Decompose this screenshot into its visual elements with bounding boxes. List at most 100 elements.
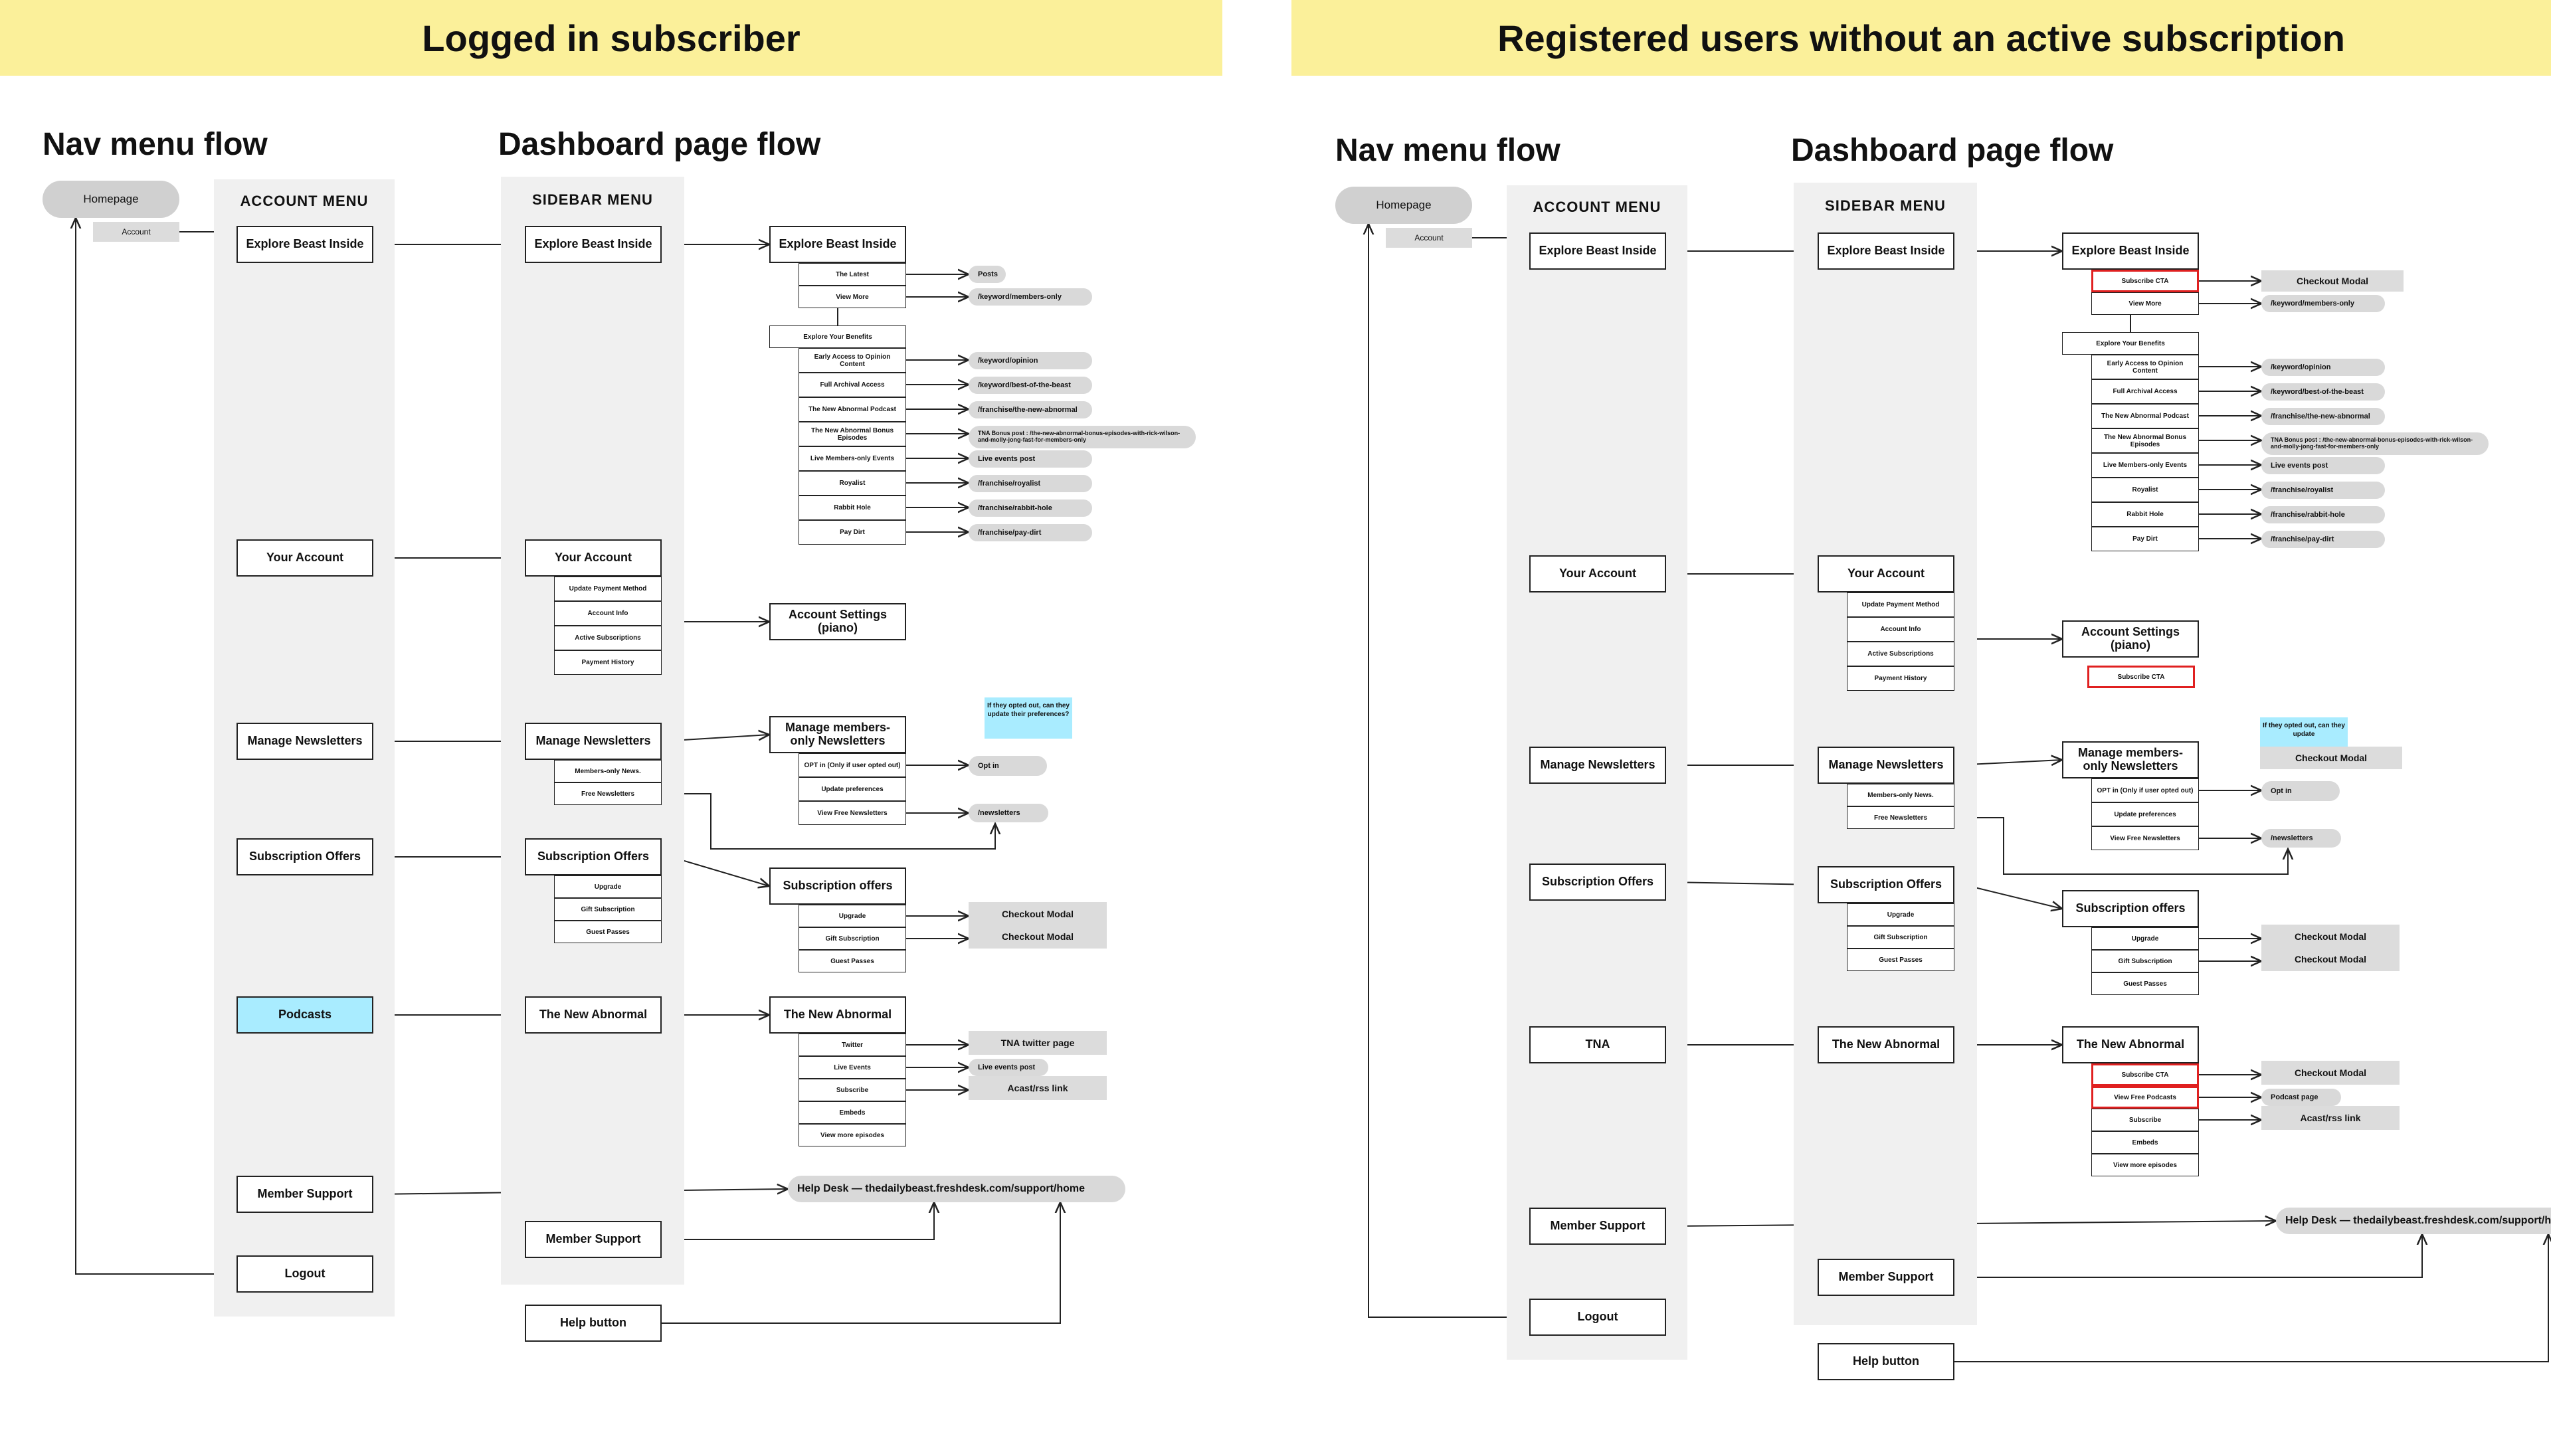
tna-panel-row-subscribe-cta[interactable]: Subscribe CTA bbox=[2091, 1063, 2199, 1086]
benefit-early-access-to-opinion-content[interactable]: Early Access to Opinion Content bbox=[2091, 355, 2199, 379]
checkout-modal-tag[interactable]: Checkout Modal bbox=[969, 925, 1107, 949]
sub-item-payment-history[interactable]: Payment History bbox=[554, 650, 662, 675]
offers-panel-title[interactable]: Subscription offers bbox=[769, 867, 906, 905]
account-tag[interactable]: Account bbox=[93, 222, 179, 242]
checkout-modal-tag[interactable]: Checkout Modal bbox=[969, 902, 1107, 926]
newsletter-checkout-tag[interactable]: Checkout Modal bbox=[2260, 747, 2402, 769]
offers-panel-title[interactable]: Subscription offers bbox=[2062, 890, 2199, 927]
benefits-title[interactable]: Explore Your Benefits bbox=[769, 325, 906, 348]
sidebar-item-manage-newsletters[interactable]: Manage Newsletters bbox=[525, 723, 662, 760]
tna-link-live-events-post[interactable]: Live events post bbox=[969, 1059, 1048, 1076]
newsletters-panel-row-update-preferences[interactable]: Update preferences bbox=[2091, 802, 2199, 826]
benefit-link-keyword-opinion[interactable]: /keyword/opinion bbox=[2261, 359, 2385, 376]
benefit-live-members-only-events[interactable]: Live Members-only Events bbox=[799, 446, 906, 471]
benefit-link-franchise-the-new-abnormal[interactable]: /franchise/the-new-abnormal bbox=[2261, 408, 2385, 425]
link-keyword-members-only[interactable]: /keyword/members-only bbox=[969, 288, 1092, 306]
sub-item-payment-history[interactable]: Payment History bbox=[1847, 666, 1954, 691]
sub-item-guest-passes[interactable]: Guest Passes bbox=[554, 921, 662, 943]
sub-item-upgrade[interactable]: Upgrade bbox=[1847, 903, 1954, 926]
newsletters-panel-title[interactable]: Manage members-only Newsletters bbox=[769, 716, 906, 753]
tna-link-podcast-page[interactable]: Podcast page bbox=[2261, 1089, 2341, 1106]
benefit-royalist[interactable]: Royalist bbox=[799, 471, 906, 496]
benefit-the-new-abnormal-bonus-episodes[interactable]: The New Abnormal Bonus Episodes bbox=[2091, 428, 2199, 453]
offers-panel-row-gift-subscription[interactable]: Gift Subscription bbox=[2091, 950, 2199, 972]
tna-panel-row-view-free-podcasts[interactable]: View Free Podcasts bbox=[2091, 1086, 2199, 1109]
benefit-full-archival-access[interactable]: Full Archival Access bbox=[799, 373, 906, 397]
checkout-modal-tag[interactable]: Checkout Modal bbox=[2261, 947, 2400, 971]
sub-item-active-subscriptions[interactable]: Active Subscriptions bbox=[554, 626, 662, 650]
offers-panel-row-guest-passes[interactable]: Guest Passes bbox=[2091, 972, 2199, 995]
tna-panel-row-live-events[interactable]: Live Events bbox=[799, 1056, 906, 1079]
tna-panel-row-twitter[interactable]: Twitter bbox=[799, 1034, 906, 1056]
newsletters-panel-row-update-preferences[interactable]: Update preferences bbox=[799, 777, 906, 801]
tna-link-acast-rss-link[interactable]: Acast/rss link bbox=[969, 1076, 1107, 1100]
sidebar-item-subscription-offers[interactable]: Subscription Offers bbox=[1818, 866, 1954, 903]
tna-panel-row-view-more-episodes[interactable]: View more episodes bbox=[799, 1124, 906, 1146]
tna-panel-title[interactable]: The New Abnormal bbox=[769, 996, 906, 1034]
sidebar-item-member-support[interactable]: Member Support bbox=[525, 1221, 662, 1258]
tna-panel-row-view-more-episodes[interactable]: View more episodes bbox=[2091, 1154, 2199, 1176]
benefit-pay-dirt[interactable]: Pay Dirt bbox=[2091, 527, 2199, 551]
nav-item-member-support[interactable]: Member Support bbox=[1529, 1208, 1666, 1245]
benefits-title[interactable]: Explore Your Benefits bbox=[2062, 332, 2199, 355]
benefit-rabbit-hole[interactable]: Rabbit Hole bbox=[2091, 502, 2199, 527]
benefit-link-keyword-best-of-the-beast[interactable]: /keyword/best-of-the-beast bbox=[2261, 383, 2385, 401]
help-desk-link[interactable]: Help Desk — thedailybeast.freshdesk.com/… bbox=[2276, 1208, 2551, 1234]
benefit-royalist[interactable]: Royalist bbox=[2091, 478, 2199, 502]
help-desk-link[interactable]: Help Desk — thedailybeast.freshdesk.com/… bbox=[788, 1176, 1125, 1202]
nav-item-explore-beast-inside[interactable]: Explore Beast Inside bbox=[236, 226, 373, 263]
offers-panel-row-gift-subscription[interactable]: Gift Subscription bbox=[799, 927, 906, 950]
tna-panel-title[interactable]: The New Abnormal bbox=[2062, 1026, 2199, 1063]
benefit-link-live-events-post[interactable]: Live events post bbox=[2261, 457, 2385, 474]
tna-link-acast-rss-link[interactable]: Acast/rss link bbox=[2261, 1106, 2400, 1130]
sub-item-free-newsletters[interactable]: Free Newsletters bbox=[554, 782, 662, 805]
sidebar-item-member-support[interactable]: Member Support bbox=[1818, 1259, 1954, 1296]
benefit-link-keyword-opinion[interactable]: /keyword/opinion bbox=[969, 352, 1092, 369]
nav-item-subscription-offers[interactable]: Subscription Offers bbox=[236, 838, 373, 875]
help-button[interactable]: Help button bbox=[525, 1305, 662, 1342]
sub-item-gift-subscription[interactable]: Gift Subscription bbox=[554, 898, 662, 921]
link-keyword-members-only[interactable]: /keyword/members-only bbox=[2261, 295, 2385, 312]
sub-item-upgrade[interactable]: Upgrade bbox=[554, 875, 662, 898]
sidebar-item-subscription-offers[interactable]: Subscription Offers bbox=[525, 838, 662, 875]
opt-in-pill[interactable]: Opt in bbox=[969, 756, 1047, 776]
explore-panel-row-the-latest[interactable]: The Latest bbox=[799, 263, 906, 286]
benefit-link-franchise-the-new-abnormal[interactable]: /franchise/the-new-abnormal bbox=[969, 401, 1092, 418]
tna-panel-row-subscribe[interactable]: Subscribe bbox=[2091, 1109, 2199, 1131]
nav-item-your-account[interactable]: Your Account bbox=[236, 539, 373, 577]
link-posts[interactable]: Posts bbox=[969, 266, 1006, 283]
benefit-link-keyword-best-of-the-beast[interactable]: /keyword/best-of-the-beast bbox=[969, 377, 1092, 394]
benefit-early-access-to-opinion-content[interactable]: Early Access to Opinion Content bbox=[799, 348, 906, 373]
offers-panel-row-upgrade[interactable]: Upgrade bbox=[799, 905, 906, 927]
account-settings-box[interactable]: Account Settings (piano) bbox=[769, 603, 906, 640]
benefit-link-franchise-pay-dirt[interactable]: /franchise/pay-dirt bbox=[2261, 531, 2385, 548]
benefit-link-franchise-pay-dirt[interactable]: /franchise/pay-dirt bbox=[969, 524, 1092, 541]
benefit-live-members-only-events[interactable]: Live Members-only Events bbox=[2091, 453, 2199, 478]
sub-item-account-info[interactable]: Account Info bbox=[554, 601, 662, 626]
opt-in-pill[interactable]: Opt in bbox=[2261, 781, 2340, 801]
nav-item-tna[interactable]: TNA bbox=[1529, 1026, 1666, 1063]
newsletters-panel-row-view-free-newsletters[interactable]: View Free Newsletters bbox=[799, 801, 906, 825]
benefit-link-live-events-post[interactable]: Live events post bbox=[969, 450, 1092, 468]
nav-item-your-account[interactable]: Your Account bbox=[1529, 555, 1666, 592]
help-button[interactable]: Help button bbox=[1818, 1343, 1954, 1380]
nav-item-manage-newsletters[interactable]: Manage Newsletters bbox=[1529, 747, 1666, 784]
nav-item-logout[interactable]: Logout bbox=[1529, 1299, 1666, 1336]
benefit-the-new-abnormal-podcast[interactable]: The New Abnormal Podcast bbox=[799, 397, 906, 422]
explore-panel-row-subscribe-cta[interactable]: Subscribe CTA bbox=[2091, 270, 2199, 292]
sidebar-item-explore-beast-inside[interactable]: Explore Beast Inside bbox=[1818, 232, 1954, 270]
explore-panel-title[interactable]: Explore Beast Inside bbox=[2062, 232, 2199, 270]
sidebar-item-the-new-abnormal[interactable]: The New Abnormal bbox=[1818, 1026, 1954, 1063]
offers-panel-row-guest-passes[interactable]: Guest Passes bbox=[799, 950, 906, 972]
benefit-link-tna-bonus-post-the-new-abnormal-bonus-ep[interactable]: TNA Bonus post : /the-new-abnormal-bonus… bbox=[2261, 432, 2489, 455]
benefit-link-franchise-rabbit-hole[interactable]: /franchise/rabbit-hole bbox=[2261, 506, 2385, 523]
newsletters-panel-row-view-free-newsletters[interactable]: View Free Newsletters bbox=[2091, 826, 2199, 850]
sub-item-update-payment-method[interactable]: Update Payment Method bbox=[1847, 592, 1954, 617]
sub-item-guest-passes[interactable]: Guest Passes bbox=[1847, 949, 1954, 971]
homepage-pill[interactable]: Homepage bbox=[1335, 187, 1472, 224]
benefit-link-franchise-royalist[interactable]: /franchise/royalist bbox=[969, 475, 1092, 492]
nav-item-manage-newsletters[interactable]: Manage Newsletters bbox=[236, 723, 373, 760]
nav-item-member-support[interactable]: Member Support bbox=[236, 1176, 373, 1213]
sub-item-members-only-news[interactable]: Members-only News. bbox=[554, 760, 662, 782]
benefit-the-new-abnormal-bonus-episodes[interactable]: The New Abnormal Bonus Episodes bbox=[799, 422, 906, 446]
